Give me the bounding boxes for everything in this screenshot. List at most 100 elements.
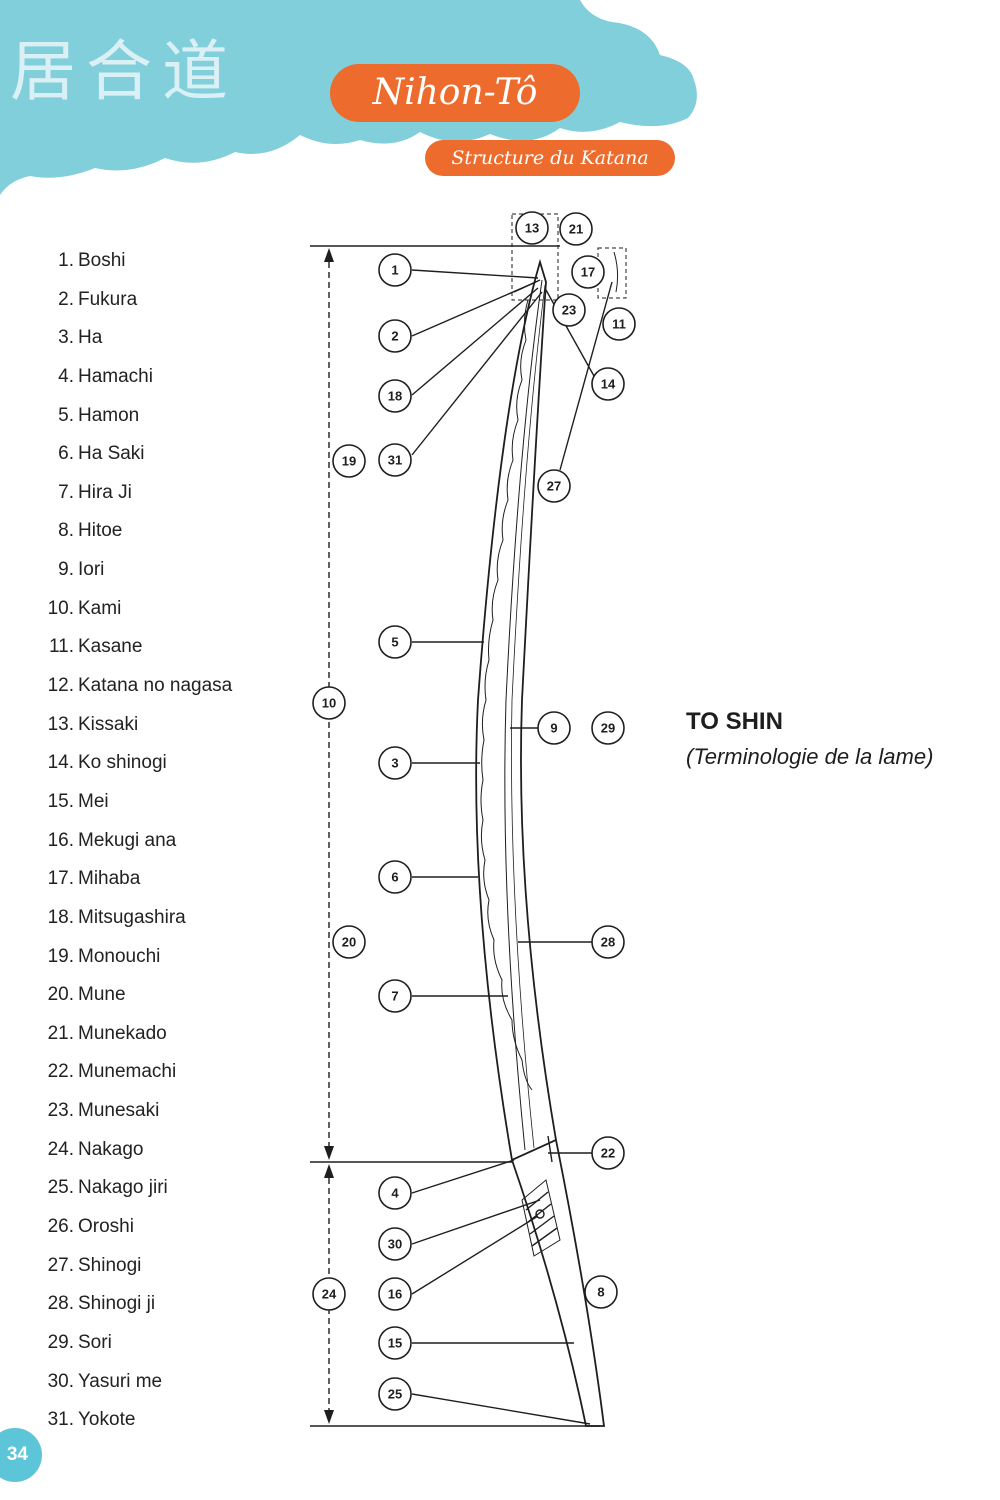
term-number: 17.: [47, 868, 74, 890]
term-number: 23.: [47, 1100, 74, 1122]
svg-text:2: 2: [391, 329, 398, 344]
term-item: 5.Hamon: [42, 399, 232, 438]
svg-text:25: 25: [388, 1387, 402, 1402]
section-subtitle: (Terminologie de la lame): [686, 744, 934, 769]
svg-text:17: 17: [581, 265, 595, 280]
term-label: Hira Ji: [78, 481, 132, 503]
term-number: 31.: [47, 1409, 74, 1431]
callout-23: 23: [552, 293, 586, 327]
term-item: 26.Oroshi: [42, 1210, 232, 1249]
term-number: 5.: [58, 404, 74, 426]
callout-18: 18: [378, 379, 412, 413]
svg-text:30: 30: [388, 1237, 402, 1252]
svg-text:19: 19: [342, 454, 356, 469]
term-label: Munekado: [78, 1022, 167, 1044]
term-item: 23.Munesaki: [42, 1094, 232, 1133]
term-item: 8.Hitoe: [42, 514, 232, 553]
svg-text:16: 16: [388, 1287, 402, 1302]
term-label: Munesaki: [78, 1100, 160, 1122]
callout-15: 15: [378, 1326, 412, 1360]
callout-24: 24: [312, 1277, 346, 1311]
kanji-watermark: 居合道: [10, 33, 238, 110]
term-number: 8.: [58, 520, 74, 542]
svg-text:31: 31: [388, 453, 402, 468]
callout-21: 21: [559, 212, 593, 246]
callout-9: 9: [537, 711, 571, 745]
term-item: 24.Nakago: [42, 1133, 232, 1172]
term-item: 30.Yasuri me: [42, 1365, 232, 1404]
term-item: 4.Hamachi: [42, 360, 232, 399]
term-label: Kami: [78, 597, 122, 619]
svg-text:3: 3: [391, 756, 398, 771]
term-number: 26.: [47, 1216, 74, 1238]
term-number: 7.: [58, 481, 74, 503]
term-label: Munemachi: [78, 1061, 177, 1083]
term-label: Katana no nagasa: [78, 675, 233, 697]
term-label: Boshi: [78, 250, 126, 271]
callout-22: 22: [591, 1136, 625, 1170]
svg-text:29: 29: [601, 721, 615, 736]
term-number: 27.: [47, 1254, 74, 1276]
svg-text:4: 4: [391, 1186, 399, 1201]
svg-text:13: 13: [525, 221, 539, 236]
page-subtitle: Structure du Katana: [425, 140, 675, 176]
callout-4: 4: [378, 1176, 412, 1210]
svg-text:20: 20: [342, 935, 356, 950]
term-item: 20.Mune: [42, 978, 232, 1017]
term-number: 12.: [47, 675, 74, 697]
svg-text:5: 5: [391, 635, 398, 650]
term-number: 14.: [47, 752, 74, 774]
term-item: 7.Hira Ji: [42, 476, 232, 515]
callout-25: 25: [378, 1377, 412, 1411]
term-number: 19.: [47, 945, 74, 967]
callout-10: 10: [312, 686, 346, 720]
term-item: 28.Shinogi ji: [42, 1287, 232, 1326]
svg-text:9: 9: [550, 721, 557, 736]
term-label: Hamachi: [78, 365, 153, 387]
term-item: 10.Kami: [42, 592, 232, 631]
svg-text:27: 27: [547, 479, 561, 494]
term-label: Ko shinogi: [78, 752, 167, 774]
callout-11: 11: [602, 307, 636, 341]
callout-3: 3: [378, 746, 412, 780]
term-label: Oroshi: [78, 1216, 134, 1238]
term-number: 21.: [47, 1022, 74, 1044]
svg-text:14: 14: [601, 377, 616, 392]
svg-text:6: 6: [391, 870, 398, 885]
svg-text:11: 11: [612, 317, 626, 332]
term-item: 18.Mitsugashira: [42, 901, 232, 940]
term-number: 9.: [58, 559, 74, 581]
term-label: Nakago jiri: [78, 1177, 168, 1199]
term-label: Shinogi ji: [78, 1293, 156, 1315]
term-label: Yasuri me: [78, 1370, 163, 1392]
term-number: 18.: [47, 906, 74, 928]
term-item: 16.Mekugi ana: [42, 824, 232, 863]
callout-17: 17: [571, 255, 605, 289]
term-label: Monouchi: [78, 945, 161, 967]
callout-1: 1: [378, 253, 412, 287]
svg-text:1: 1: [391, 263, 398, 278]
term-label: Ha: [78, 327, 103, 349]
term-item: 13.Kissaki: [42, 708, 232, 747]
svg-text:22: 22: [601, 1146, 615, 1161]
term-item: 6.Ha Saki: [42, 437, 232, 476]
svg-text:18: 18: [388, 389, 402, 404]
term-item: 25.Nakago jiri: [42, 1171, 232, 1210]
term-label: Ha Saki: [78, 443, 145, 465]
term-label: Hamon: [78, 404, 140, 426]
callout-5: 5: [378, 625, 412, 659]
term-number: 16.: [47, 829, 74, 851]
term-label: Mei: [78, 790, 109, 812]
svg-text:8: 8: [597, 1285, 604, 1300]
callout-8: 8: [584, 1275, 618, 1309]
term-number: 24.: [47, 1138, 74, 1160]
term-item: 19.Monouchi: [42, 940, 232, 979]
term-item: 3.Ha: [42, 321, 232, 360]
svg-text:10: 10: [322, 696, 336, 711]
svg-text:23: 23: [562, 303, 576, 318]
term-number: 1.: [58, 250, 74, 271]
callout-2: 2: [378, 319, 412, 353]
term-item: 11.Kasane: [42, 630, 232, 669]
